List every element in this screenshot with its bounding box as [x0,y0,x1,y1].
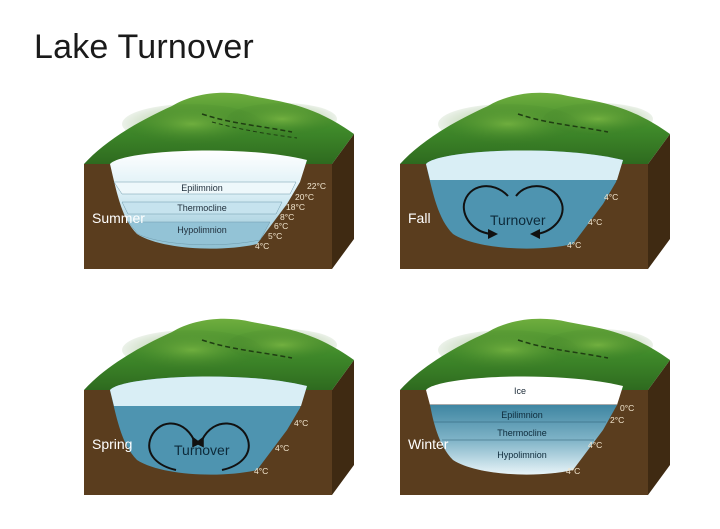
temp-label: 22°C [307,181,326,191]
thermocline-label: Thermocline [177,203,227,213]
hypolimnion-label: Hypolimnion [497,450,547,460]
spring-block-diagram [84,318,354,495]
season-label: Fall [408,210,431,226]
season-label: Spring [92,436,133,452]
temp-label: 18°C [286,202,305,212]
temp-label: 4°C [254,466,269,476]
temp-label: 4°C [294,418,309,428]
epilimnion-label: Epilimnion [181,183,223,193]
temp-label: 20°C [295,192,314,202]
temp-label: 8°C [280,212,295,222]
temp-label: 6°C [274,221,289,231]
spring-panel: Spring Turnover 4°C 4°C 4°C [82,310,382,510]
season-label: Summer [92,210,145,226]
winter-panel: Winter Ice Epilimnion Thermocline Hypoli… [398,310,698,510]
temp-label: 4°C [566,466,581,476]
temp-label: 4°C [588,217,603,227]
temp-label: 4°C [604,192,619,202]
temp-label: 4°C [255,241,270,251]
fall-block-diagram [400,92,670,269]
season-label: Winter [408,436,449,452]
page-title: Lake Turnover [34,28,254,66]
winter-block-diagram [400,318,670,495]
temp-label: 4°C [567,240,582,250]
thermocline-label: Thermocline [497,428,547,438]
epilimnion-label: Epilimnion [501,410,543,420]
temp-label: 4°C [275,443,290,453]
turnover-label: Turnover [174,442,230,458]
temp-label: 2°C [610,415,625,425]
temp-label: 4°C [588,440,603,450]
fall-panel: Fall Turnover 4°C 4°C 4°C [398,84,698,284]
summer-block-diagram [84,92,354,269]
ice-label: Ice [513,386,526,396]
turnover-label: Turnover [490,212,546,228]
hypolimnion-label: Hypolimnion [177,225,227,235]
summer-panel: Summer Epilimnion Thermocline Hypolimnio… [82,84,382,284]
temp-label: 5°C [268,231,283,241]
temp-label: 0°C [620,403,635,413]
